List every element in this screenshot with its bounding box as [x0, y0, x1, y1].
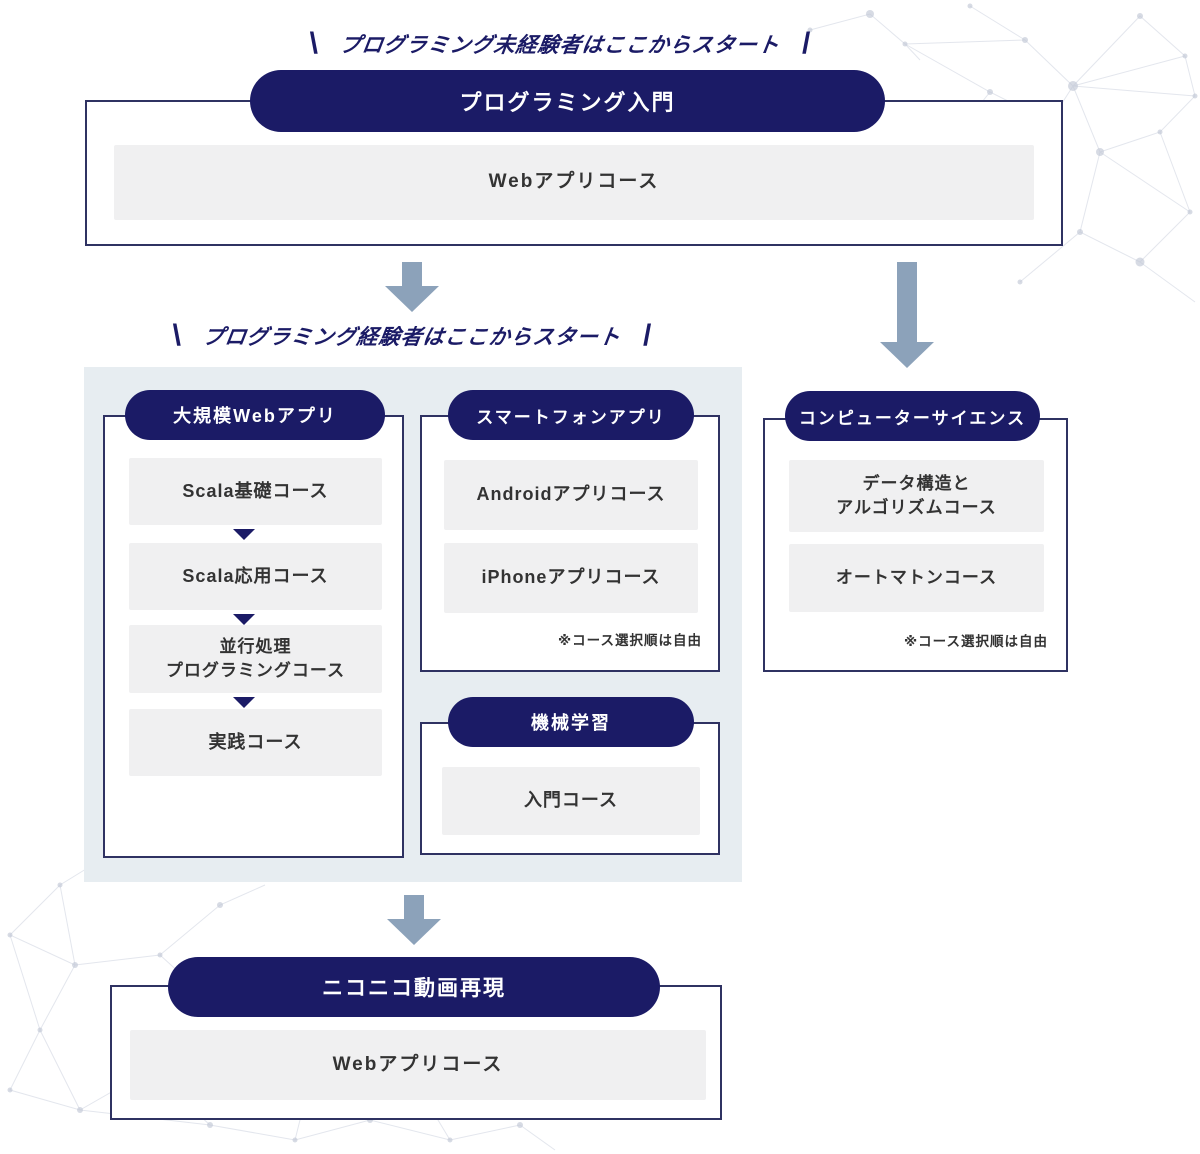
beginner-start-label: プログラミング未経験者はここからスタート	[338, 34, 782, 57]
intro-title-pill: プログラミング入門	[250, 70, 885, 132]
cs-section-box: データ構造と アルゴリズムコース オートマトンコース ※コース選択順は自由	[763, 418, 1068, 672]
course-order-note: ※コース選択順は自由	[558, 633, 702, 648]
slash-left-icon: \	[309, 27, 318, 60]
slash-right-icon: /	[643, 319, 652, 352]
down-arrow-icon	[387, 895, 441, 945]
flow-down-triangle-icon	[233, 529, 255, 540]
course-ml-intro: 入門コース	[442, 767, 700, 835]
smartphone-section-box: Androidアプリコース iPhoneアプリコース ※コース選択順は自由	[420, 415, 720, 672]
smartphone-title-pill: スマートフォンアプリ	[448, 390, 694, 440]
course-iphone-app: iPhoneアプリコース	[444, 543, 698, 613]
down-arrow-icon	[880, 262, 934, 368]
intro-section-box: Webアプリコース	[85, 100, 1063, 246]
flow-down-triangle-icon	[233, 614, 255, 625]
down-arrow-icon	[385, 262, 439, 312]
course-android-app: Androidアプリコース	[444, 460, 698, 530]
experienced-start-label: プログラミング経験者はここからスタート	[201, 326, 623, 349]
slash-right-icon: /	[802, 27, 811, 60]
course-automaton: オートマトンコース	[789, 544, 1044, 612]
course-web-app: Webアプリコース	[130, 1030, 706, 1100]
course-scala-advanced: Scala応用コース	[129, 543, 382, 610]
niconico-title-pill: ニコニコ動画再現	[168, 957, 660, 1017]
large-web-title-pill: 大規模Webアプリ	[125, 390, 385, 440]
slash-left-icon: \	[172, 319, 181, 352]
ml-title-pill: 機械学習	[448, 697, 694, 747]
course-data-structures-algorithms: データ構造と アルゴリズムコース	[789, 460, 1044, 532]
cs-title-pill: コンピューターサイエンス	[785, 391, 1040, 441]
beginner-start-header: \ プログラミング未経験者はここからスタート /	[160, 24, 960, 64]
course-order-note: ※コース選択順は自由	[904, 634, 1048, 649]
course-web-app: Webアプリコース	[114, 145, 1034, 220]
flow-down-triangle-icon	[233, 697, 255, 708]
large-web-section-box: Scala基礎コース Scala応用コース 並行処理 プログラミングコース 実践…	[103, 415, 404, 858]
course-concurrent-programming: 並行処理 プログラミングコース	[129, 625, 382, 693]
experienced-start-header: \ プログラミング経験者はここからスタート /	[62, 316, 762, 356]
course-scala-basic: Scala基礎コース	[129, 458, 382, 525]
course-practice: 実践コース	[129, 709, 382, 776]
